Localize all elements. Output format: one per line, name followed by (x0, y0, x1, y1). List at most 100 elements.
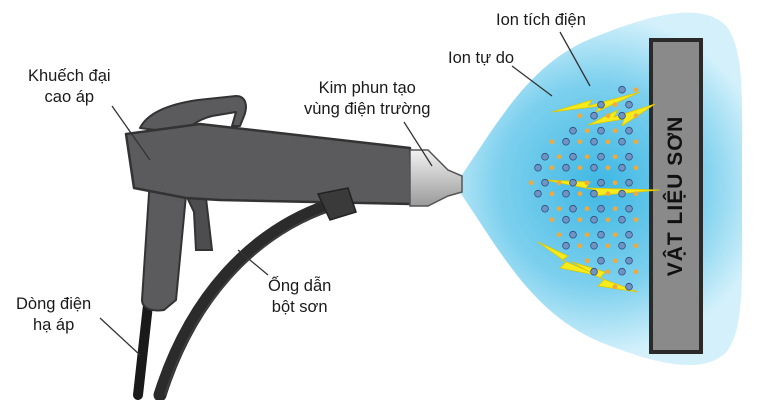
material-slab (649, 38, 703, 354)
charged-ion-dot (590, 189, 598, 198)
free-ion-dot (605, 269, 611, 275)
free-ion-dot (549, 139, 555, 145)
power-cable (133, 300, 153, 400)
free-ion-dot (605, 139, 611, 145)
charged-ion-dot (562, 215, 570, 224)
charged-ion-dot (597, 204, 605, 213)
charged-ion-dot (618, 137, 626, 146)
free-ion-dot (577, 165, 583, 171)
charged-ion-dot (618, 85, 626, 94)
label-current-line-2: hạ áp (32, 316, 75, 334)
free-ion-dot (633, 269, 639, 275)
label-needle: Kim phun tạo vùng điện trường (304, 78, 430, 120)
free-ion-dot (528, 180, 534, 186)
charged-ion-dot (590, 137, 598, 146)
free-ion-dot (633, 87, 639, 93)
charged-ion-dot (597, 230, 605, 239)
free-ion-dot (633, 113, 639, 119)
free-ion-dot (633, 191, 639, 197)
free-ion-dot (556, 232, 562, 238)
free-ion-dot (577, 191, 583, 197)
nozzle-needle (409, 149, 463, 207)
charged-ion-dot (562, 241, 570, 250)
charged-ion-dot (569, 126, 577, 135)
charged-ion-dot (562, 163, 570, 172)
label-needle-line-2: vùng điện trường (304, 100, 431, 118)
charged-ion-dot (569, 152, 577, 161)
charged-ion-dot (618, 215, 626, 224)
free-ion-dot (584, 180, 590, 186)
label-amplifier-line-2: cao áp (44, 88, 95, 106)
free-ion-dot (549, 191, 555, 197)
label-charged-ion: Ion tích điện (496, 11, 586, 29)
charged-ion-dot (562, 137, 570, 146)
free-ion-dot (584, 258, 590, 264)
trigger-guard (184, 193, 214, 251)
charged-ion-dot (625, 152, 633, 161)
charged-ion-dot (618, 111, 626, 120)
charged-ion-dot (618, 241, 626, 250)
charged-ion-dot (625, 282, 633, 291)
free-ion-dot (612, 284, 618, 290)
charged-ion-dot (590, 267, 598, 276)
free-ion-dot (556, 154, 562, 160)
charged-ion-dot (618, 267, 626, 276)
free-ion-dot (577, 139, 583, 145)
charged-ion-dot (597, 126, 605, 135)
free-ion-dot (612, 232, 618, 238)
free-ion-dot (556, 180, 562, 186)
label-current-line-1: Dòng điện (16, 295, 92, 313)
label-hose: Ống dẫn bột sơn (268, 276, 331, 318)
leader-lines (99, 31, 591, 356)
charged-ion-dot (625, 178, 633, 187)
charged-ion-dot (625, 230, 633, 239)
free-ion-dot (612, 206, 618, 212)
free-ion-dot (584, 128, 590, 134)
free-ion-dot (584, 232, 590, 238)
hose-coupling (316, 187, 357, 221)
powder-hose (153, 198, 337, 400)
free-ion-dot (605, 165, 611, 171)
charged-ion-dot (562, 189, 570, 198)
charged-ion-dot (569, 178, 577, 187)
free-ion-dot (612, 128, 618, 134)
free-ion-dot (577, 217, 583, 223)
label-hose-line-1: Ống dẫn (268, 277, 332, 295)
charged-ion-dot (625, 256, 633, 265)
charged-ion-dot (569, 230, 577, 239)
charged-ion-dot (618, 189, 626, 198)
label-free-ion: Ion tự do (448, 49, 515, 67)
gun-body (124, 122, 414, 206)
label-amplifier-line-1: Khuếch đại (28, 67, 111, 85)
free-ion-dot (605, 243, 611, 249)
free-ion-dot (612, 154, 618, 160)
free-ion-dot (612, 180, 618, 186)
charged-ion-dot (625, 204, 633, 213)
free-ion-dot (633, 243, 639, 249)
charged-ion-dot (590, 163, 598, 172)
free-ion-dot (605, 217, 611, 223)
label-amplifier: Khuếch đại cao áp (28, 66, 111, 108)
charged-ion-dot (541, 152, 549, 161)
free-ion-dot (549, 165, 555, 171)
charged-ion-dot (597, 256, 605, 265)
charged-ion-dot (590, 215, 598, 224)
label-needle-line-1: Kim phun tạo (318, 79, 416, 97)
charged-ion-dot (590, 111, 598, 120)
charged-ion-dot (541, 204, 549, 213)
ion-particles (528, 85, 639, 291)
free-ion-dot (633, 217, 639, 223)
free-ion-dot (633, 165, 639, 171)
free-ion-dot (584, 206, 590, 212)
label-hose-line-2: bột sơn (271, 298, 328, 316)
free-ion-dot (605, 113, 611, 119)
free-ion-dot (612, 258, 618, 264)
charged-ion-dot (534, 163, 542, 172)
charged-ion-dot (618, 163, 626, 172)
charged-ion-dot (597, 100, 605, 109)
free-ion-dot (584, 154, 590, 160)
free-ion-dot (605, 191, 611, 197)
free-ion-dot (577, 113, 583, 119)
